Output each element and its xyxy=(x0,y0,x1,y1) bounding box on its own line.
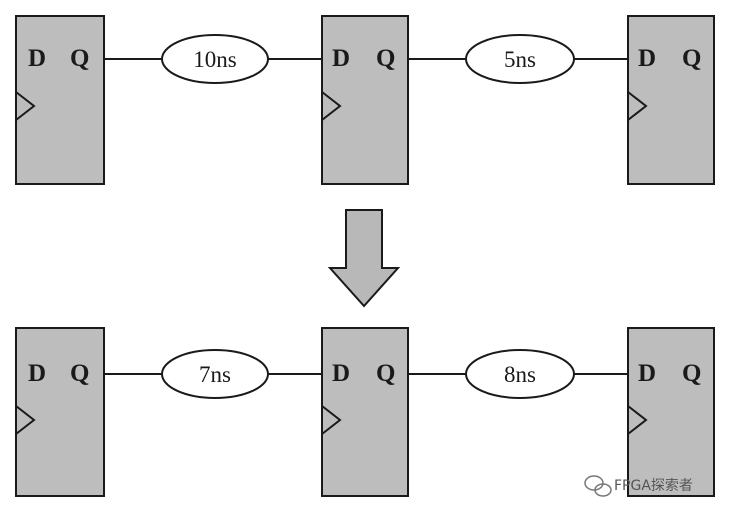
flip-flop-body xyxy=(627,15,715,185)
delay-label: 5ns xyxy=(504,47,536,72)
flip-flop: D Q xyxy=(15,15,105,185)
after-pipeline: D Q 7ns D Q 8ns D Q xyxy=(15,327,715,497)
flip-flop: D Q xyxy=(15,327,105,497)
q-output-label: Q xyxy=(376,360,395,387)
delay-ellipse xyxy=(465,34,575,84)
clock-input-icon xyxy=(15,91,36,121)
d-input-label: D xyxy=(638,360,656,387)
flip-flop: D Q xyxy=(627,327,715,497)
watermark: FPGA探索者 xyxy=(584,475,693,497)
flip-flop-body xyxy=(321,15,409,185)
d-input-label: D xyxy=(638,45,656,72)
delay-label: 7ns xyxy=(199,362,231,387)
clock-input-icon xyxy=(627,91,648,121)
flip-flop-body xyxy=(15,15,105,185)
flip-flop-body xyxy=(15,327,105,497)
combinational-delay: 5ns xyxy=(465,34,575,84)
combinational-delay: 8ns xyxy=(465,349,575,399)
clock-input-icon xyxy=(627,405,648,435)
delay-ellipse xyxy=(465,349,575,399)
before-pipeline: D Q 10ns D Q 5ns D Q xyxy=(15,15,715,185)
clock-input-icon xyxy=(321,91,342,121)
delay-ellipse xyxy=(161,34,269,84)
flip-flop: D Q xyxy=(627,15,715,185)
flip-flop-body xyxy=(321,327,409,497)
delay-label: 8ns xyxy=(504,362,536,387)
wechat-icon xyxy=(584,475,612,497)
flip-flop: D Q xyxy=(321,327,409,497)
q-output-label: Q xyxy=(682,360,701,387)
q-output-label: Q xyxy=(70,45,89,72)
q-output-label: Q xyxy=(376,45,395,72)
flip-flop-body xyxy=(627,327,715,497)
clock-input-icon xyxy=(15,405,36,435)
d-input-label: D xyxy=(332,360,350,387)
d-input-label: D xyxy=(332,45,350,72)
q-output-label: Q xyxy=(682,45,701,72)
delay-ellipse xyxy=(161,349,269,399)
combinational-delay: 10ns xyxy=(161,34,269,84)
delay-label: 10ns xyxy=(193,47,237,72)
combinational-delay: 7ns xyxy=(161,349,269,399)
watermark-text: FPGA探索者 xyxy=(614,477,693,494)
d-input-label: D xyxy=(28,360,46,387)
down-arrow-icon xyxy=(327,209,401,308)
q-output-label: Q xyxy=(70,360,89,387)
flip-flop: D Q xyxy=(321,15,409,185)
clock-input-icon xyxy=(321,405,342,435)
d-input-label: D xyxy=(28,45,46,72)
